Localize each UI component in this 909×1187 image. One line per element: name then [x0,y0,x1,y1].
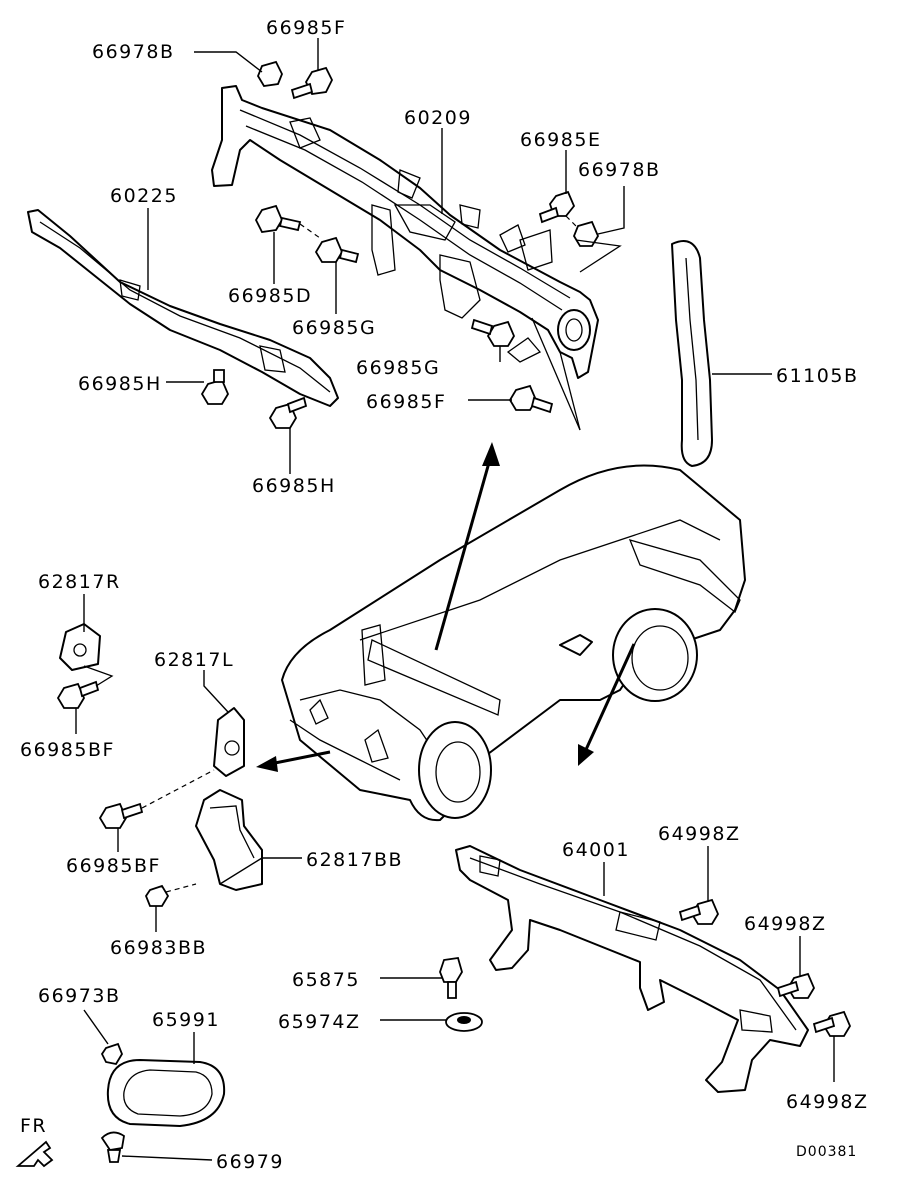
label-66985BF-a: 66985BF [20,739,115,761]
clip-66979 [100,1131,125,1163]
leader-lines [75,38,835,1161]
label-64998Z-c: 64998Z [786,1091,868,1113]
label-66979: 66979 [216,1151,284,1173]
label-66973B: 66973B [38,985,120,1007]
bolt-66985G-b [470,318,516,347]
bolt-66985BF-b [98,802,144,829]
label-66978B-top: 66978B [92,41,174,63]
label-60225: 60225 [110,185,178,207]
clip-66983BB [144,884,170,907]
label-66985F-top: 66985F [266,17,346,39]
bolt-64998Z-a [678,898,720,925]
label-66985D: 66985D [228,285,312,307]
bolt-66985H-a [200,369,230,405]
bolt-66985E [538,190,576,224]
vehicle-body [281,464,746,822]
label-62817L: 62817L [154,649,234,671]
label-66985E: 66985E [520,129,601,151]
label-66985H-a: 66985H [78,373,162,395]
screw-66973B [100,1042,124,1066]
side-reinforcement-60225 [27,209,339,407]
label-66985BF-b: 66985BF [66,855,161,877]
diagram-code: D00381 [796,1144,857,1160]
bolt-64998Z-c [812,1010,852,1037]
label-64001: 64001 [562,839,630,861]
label-66985H-b: 66985H [252,475,336,497]
label-66985G-b: 66985G [356,357,440,379]
label-64998Z-a: 64998Z [658,823,740,845]
alignment-lines [83,215,622,893]
label-64998Z-b: 64998Z [744,913,826,935]
fastener-66978B-top [256,60,283,87]
bracket-62817L [213,707,245,777]
label-62817BB: 62817BB [306,849,403,871]
bolt-66985F-top [290,66,334,100]
label-60209: 60209 [404,107,472,129]
bracket-62817R [59,623,101,671]
bracket-61105B [671,240,713,467]
label-66985G-a: 66985G [292,317,376,339]
bolt-66985F-mid [508,384,554,414]
bolt-66985BF-a [56,680,100,709]
front-direction-indicator: FR [15,1115,54,1168]
bolt-66985D [254,204,302,233]
bolt-66985H-b [268,396,308,429]
label-61105B: 61105B [776,365,858,387]
cover-65991 [106,1059,226,1127]
label-65875: 65875 [292,969,360,991]
label-66985F-mid: 66985F [366,391,446,413]
nut-65974Z [445,1012,483,1032]
label-66983BB: 66983BB [110,937,207,959]
bolt-65875 [439,956,463,999]
bolt-66985G-a [314,236,360,264]
part-labels: 66978B 66985F 60209 66985E 66978B 60225 … [20,17,868,1173]
cross-member-64001 [455,845,809,1093]
direction-arrows [256,442,636,772]
bolt-64998Z-b [776,972,816,999]
bracket-62817BB [195,789,263,891]
front-label: FR [20,1115,47,1137]
label-65991: 65991 [152,1009,220,1031]
label-66978B-right: 66978B [578,159,660,181]
label-62817R: 62817R [38,571,121,593]
instrument-panel-reinforcement-60209 [211,85,599,379]
label-65974Z: 65974Z [278,1011,360,1033]
